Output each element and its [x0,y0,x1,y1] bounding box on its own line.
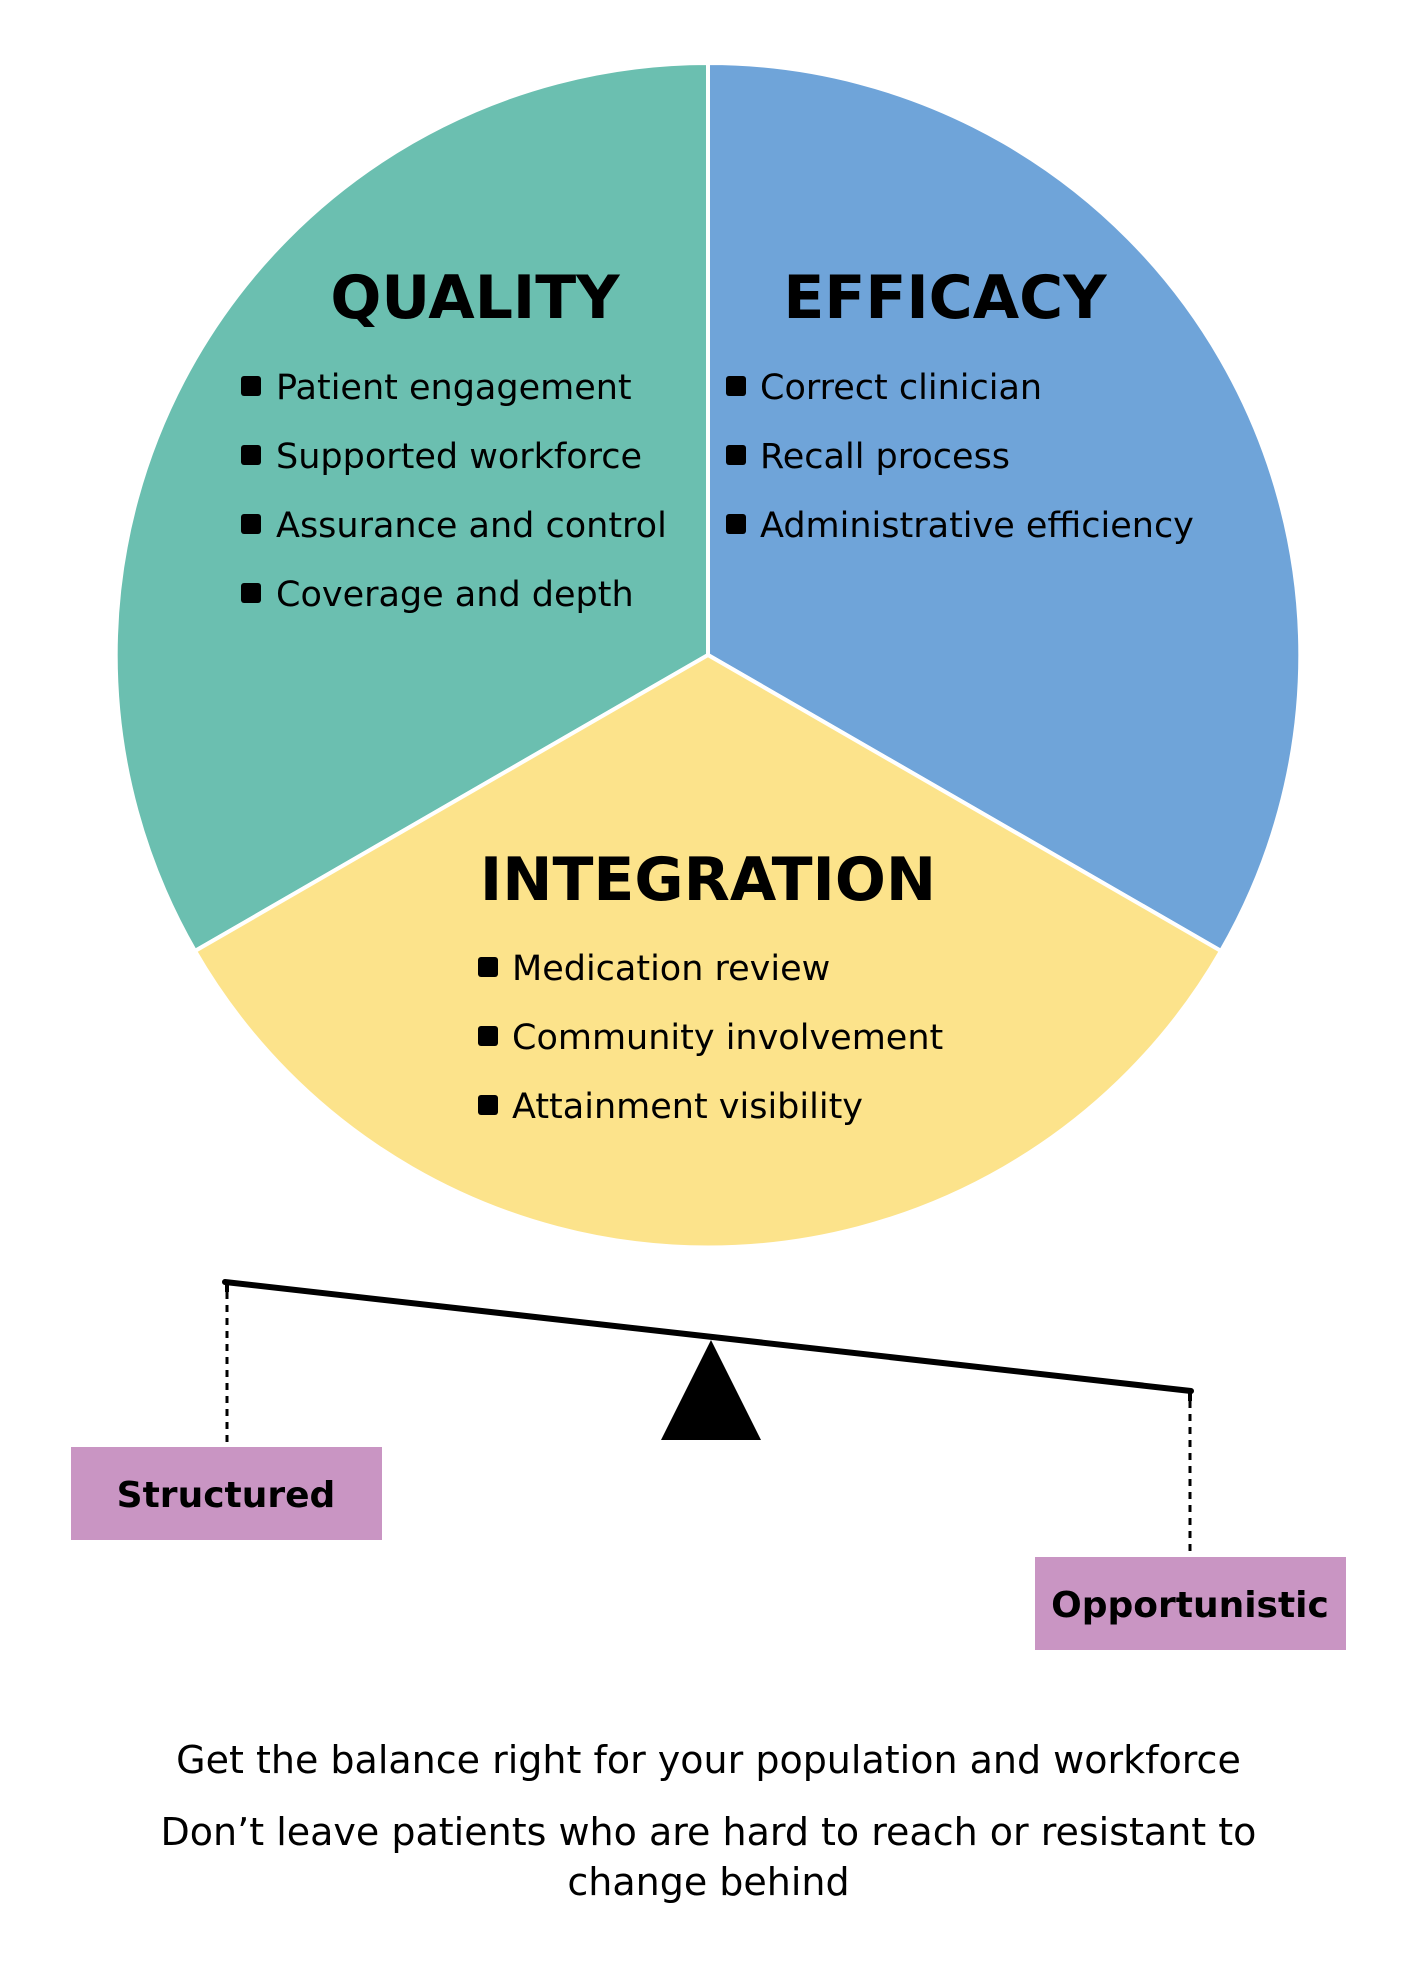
integration-item-community-involvement: Community involvement [512,1018,943,1058]
integration-segment [192,652,1224,1250]
quality-item-coverage-and-depth: Coverage and depth [276,575,634,615]
efficacy-list: Correct clinician Recall process Adminis… [726,368,1194,546]
quality-item-supported-workforce: Supported workforce [276,437,642,477]
fulcrum-triangle [661,1340,761,1440]
opportunistic-box [1035,1557,1346,1650]
bullet-icon [726,445,746,465]
bullet-icon [478,1095,498,1115]
efficacy-item-recall-process: Recall process [760,437,1010,477]
structured-label: Structured [117,1475,336,1516]
efficacy-segment [706,60,1303,954]
bullet-icon [241,514,261,534]
bullet-icon [241,445,261,465]
quality-list: Patient engagement Supported workforce A… [241,368,667,615]
quality-segment [113,60,710,954]
quality-item-assurance-and-control: Assurance and control [276,506,667,546]
bullet-icon [726,514,746,534]
integration-list: Medication review Community involvement … [478,949,943,1127]
integration-item-medication-review: Medication review [512,949,830,989]
quality-item-patient-engagement: Patient engagement [276,368,632,408]
balance-beam [222,1279,1194,1394]
efficacy-item-correct-clinician: Correct clinician [760,368,1042,408]
opportunistic-label: Opportunistic [1051,1585,1329,1626]
integration-item-attainment-visibility: Attainment visibility [512,1087,863,1127]
bullet-icon [726,376,746,396]
bullet-icon [478,1026,498,1046]
bullet-icon [241,376,261,396]
caption-line-3: change behind [567,1860,850,1904]
integration-title: INTEGRATION [480,845,936,915]
efficacy-item-administrative-efficiency: Administrative efficiency [760,506,1194,546]
efficacy-title: EFFICACY [783,263,1108,333]
caption-line-2: Don’t leave patients who are hard to rea… [160,1810,1257,1854]
structured-box [71,1447,382,1540]
bullet-icon [241,583,261,603]
caption-line-1: Get the balance right for your populatio… [176,1738,1241,1782]
quality-title: QUALITY [330,263,621,333]
bullet-icon [478,957,498,977]
